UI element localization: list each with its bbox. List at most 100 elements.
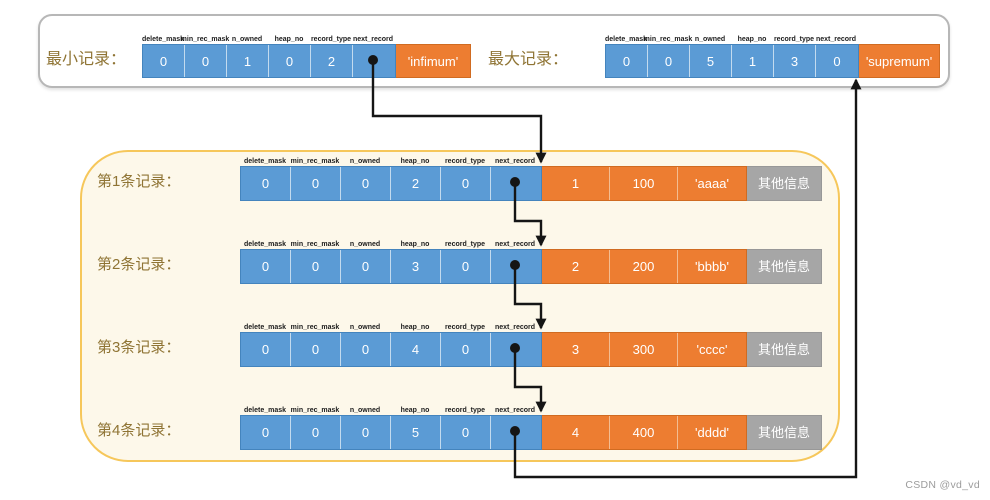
- min-record-row: 0 0 1 0 2 'infimum': [142, 44, 471, 78]
- data-cell: 'bbbb': [678, 250, 746, 283]
- header-cell: 0: [241, 167, 291, 200]
- other-info-cell: 其他信息: [747, 416, 821, 449]
- data-cell: 300: [610, 333, 678, 366]
- header-cell: 0: [241, 250, 291, 283]
- header-cell: 3: [774, 45, 816, 77]
- field-label: n_owned: [349, 324, 381, 331]
- record-header-cells: 0 0 0 2 0: [240, 166, 542, 201]
- next-record-cell: 0: [816, 45, 858, 77]
- data-cell: 3: [542, 333, 610, 366]
- field-label: min_rec_mask: [290, 241, 340, 248]
- next-record-cell: [491, 416, 541, 449]
- field-label: record_type: [310, 36, 352, 43]
- max-record-header-cells: 0 0 5 1 3 0: [605, 44, 859, 78]
- header-cell: 0: [441, 167, 491, 200]
- data-cell: 100: [610, 167, 678, 200]
- field-label: min_rec_mask: [290, 324, 340, 331]
- other-info-cell: 其他信息: [747, 250, 821, 283]
- record-2-row: 0 0 0 3 0 2 200 'bbbb' 其他信息: [240, 249, 822, 284]
- max-record-name-cell: 'supremum': [859, 44, 940, 78]
- other-info-cell: 其他信息: [747, 167, 821, 200]
- header-cell: 0: [291, 250, 341, 283]
- max-record-field-labels: delete_mask min_rec_mask n_owned heap_no…: [605, 29, 857, 43]
- field-label: n_owned: [349, 241, 381, 248]
- data-cell: 'aaaa': [678, 167, 746, 200]
- record-4-row: 0 0 0 5 0 4 400 'dddd' 其他信息: [240, 415, 822, 450]
- field-label: next_record: [815, 36, 857, 43]
- header-cell: 0: [143, 45, 185, 77]
- data-cell: 4: [542, 416, 610, 449]
- record-data-cells: 2 200 'bbbb': [542, 249, 747, 284]
- csdn-watermark: CSDN @vd_vd: [905, 479, 980, 491]
- field-label: heap_no: [737, 36, 767, 43]
- record-header-cells: 0 0 0 4 0: [240, 332, 542, 367]
- record-3-label: 第3条记录：: [97, 339, 181, 356]
- record-2-field-labels: delete_mask min_rec_mask n_owned heap_no…: [240, 234, 540, 248]
- field-label: heap_no: [400, 324, 430, 331]
- record-other-info: 其他信息: [747, 415, 822, 450]
- max-record-row: 0 0 5 1 3 0 'supremum': [605, 44, 940, 78]
- field-label: delete_mask: [141, 36, 185, 43]
- data-cell: 2: [542, 250, 610, 283]
- data-cell: 400: [610, 416, 678, 449]
- other-info-cell: 其他信息: [747, 333, 821, 366]
- header-cell: 0: [341, 250, 391, 283]
- header-cell: 4: [391, 333, 441, 366]
- field-label: min_rec_mask: [290, 407, 340, 414]
- header-cell: 0: [241, 416, 291, 449]
- data-cell: 'cccc': [678, 333, 746, 366]
- field-label: delete_mask: [604, 36, 648, 43]
- header-cell: 3: [391, 250, 441, 283]
- next-record-cell: [491, 250, 541, 283]
- field-label: heap_no: [274, 36, 304, 43]
- field-label: record_type: [773, 36, 815, 43]
- field-label: next_record: [494, 324, 536, 331]
- field-label: delete_mask: [243, 407, 287, 414]
- field-label: next_record: [494, 158, 536, 165]
- min-record-label: 最小记录：: [46, 51, 127, 68]
- next-record-cell: [491, 333, 541, 366]
- header-cell: 2: [391, 167, 441, 200]
- record-name: 'infimum': [396, 45, 470, 77]
- header-cell: 2: [311, 45, 353, 77]
- header-cell: 0: [185, 45, 227, 77]
- header-cell: 0: [441, 333, 491, 366]
- header-cell: 0: [341, 416, 391, 449]
- field-label: delete_mask: [243, 241, 287, 248]
- field-label: delete_mask: [243, 158, 287, 165]
- field-label: n_owned: [349, 158, 381, 165]
- field-label: n_owned: [231, 36, 263, 43]
- min-record-name-cell: 'infimum': [396, 44, 471, 78]
- data-cell: 'dddd': [678, 416, 746, 449]
- header-cell: 0: [269, 45, 311, 77]
- next-record-cell: [353, 45, 395, 77]
- data-cell: 1: [542, 167, 610, 200]
- field-label: heap_no: [400, 241, 430, 248]
- field-label: record_type: [444, 158, 486, 165]
- record-2-label: 第2条记录：: [97, 256, 181, 273]
- header-cell: 1: [227, 45, 269, 77]
- header-cell: 0: [341, 167, 391, 200]
- field-label: n_owned: [694, 36, 726, 43]
- record-4-field-labels: delete_mask min_rec_mask n_owned heap_no…: [240, 400, 540, 414]
- record-data-cells: 1 100 'aaaa': [542, 166, 747, 201]
- field-label: next_record: [494, 407, 536, 414]
- header-cell: 0: [648, 45, 690, 77]
- field-label: min_rec_mask: [643, 36, 693, 43]
- max-record-label: 最大记录：: [488, 51, 569, 68]
- record-data-cells: 4 400 'dddd': [542, 415, 747, 450]
- field-label: n_owned: [349, 407, 381, 414]
- record-other-info: 其他信息: [747, 249, 822, 284]
- record-other-info: 其他信息: [747, 166, 822, 201]
- record-1-row: 0 0 0 2 0 1 100 'aaaa' 其他信息: [240, 166, 822, 201]
- header-cell: 5: [391, 416, 441, 449]
- field-label: record_type: [444, 241, 486, 248]
- header-cell: 0: [341, 333, 391, 366]
- field-label: min_rec_mask: [180, 36, 230, 43]
- header-cell: 1: [732, 45, 774, 77]
- record-header-cells: 0 0 0 3 0: [240, 249, 542, 284]
- header-cell: 0: [291, 333, 341, 366]
- next-record-cell: [491, 167, 541, 200]
- field-label: heap_no: [400, 158, 430, 165]
